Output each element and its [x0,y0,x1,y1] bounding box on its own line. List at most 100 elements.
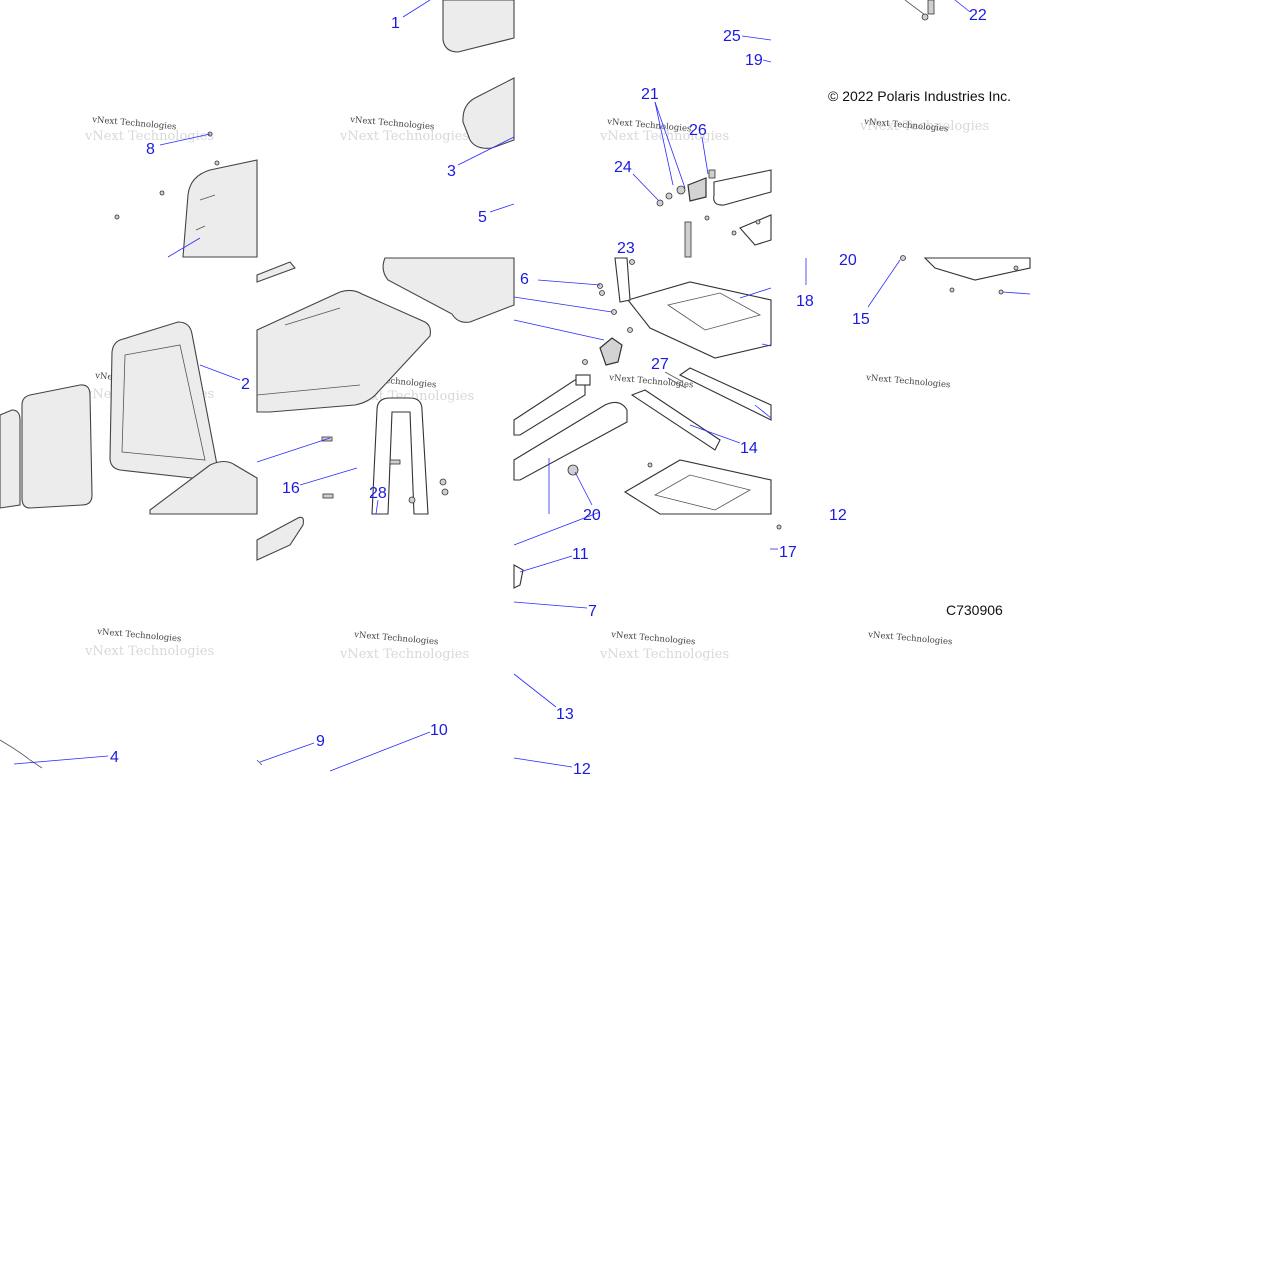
leader-line-19 [762,59,772,63]
callout-8: 8 [146,141,155,158]
callout-24: 24 [614,159,632,176]
leader-line [513,511,601,546]
backrest-detail [195,194,216,231]
fastener [998,289,1004,295]
callout-27: 27 [651,356,669,373]
callout-13: 13 [556,706,574,723]
leader-line [513,319,605,341]
callout-5: 5 [478,209,487,226]
leader-line-4 [13,755,109,765]
cushion-edge [256,261,296,283]
latch-rod [904,0,926,16]
callout-11: 11 [572,546,589,563]
frame-rail-front [513,401,628,481]
callout-25: 25 [723,28,741,45]
backrest-panel [121,344,206,461]
fastener [114,214,120,220]
callout-10: 10 [430,722,448,739]
latch-pin [921,13,929,21]
latch-fragment-11 [513,564,524,589]
nut-20 [567,464,579,476]
callout-20-b: 20 [839,252,857,269]
bolt-26 [708,169,716,179]
fastener [599,290,605,296]
bolt [322,493,334,499]
seat-cushion-1 [442,0,515,53]
leader-line-5 [489,203,515,213]
watermark-ghost: vNext Technologies [84,644,214,659]
copyright-notice: © 2022 Polaris Industries Inc. [828,88,1011,104]
callout-20: 20 [583,507,601,524]
seat-mount-plate [627,281,772,359]
seat-cushion-3 [462,77,515,149]
hinge-bracket [687,177,707,202]
backrest-far-left [0,409,21,509]
plate-tile-mid-right [805,255,1031,308]
callouts: 1 2 3 4 5 6 7 8 9 10 11 12 12 13 14 15 1… [110,7,987,778]
fastener [704,215,710,221]
frame-rail-lower [513,379,586,436]
callout-26: 26 [689,122,707,139]
leader-line [761,343,772,347]
post-bracket [614,257,631,303]
seat-cushion-top [382,257,515,323]
frame-rail [713,169,772,206]
cushion-seam [256,307,361,396]
watermark-ghost: vNext Technologies [599,129,729,144]
fastener [627,327,633,333]
fastener [214,160,220,166]
fastener [611,309,617,315]
backrest-left [21,384,93,509]
leader-line-12 [513,757,573,768]
seat-base-left [149,460,258,515]
leader-line-7 [513,601,588,609]
leader-line-22 [954,0,971,13]
hardware-tile-top [632,35,772,258]
bottom-row-fragments [0,511,782,772]
fastener [597,283,603,289]
callout-16: 16 [282,480,300,497]
leader-line-14 [689,424,741,444]
fastener [647,462,653,468]
leader-line [1002,291,1031,295]
seat-cushion-main [256,289,431,413]
callout-18: 18 [796,293,814,310]
post-23 [684,221,692,258]
fastener [629,259,635,265]
washer [676,185,686,195]
fastener [1013,265,1019,271]
watermark-ghost: vNext Technologies [859,119,989,134]
leader-line [754,404,772,419]
watermark: vNext Technologies [353,630,439,647]
handle-bar-28 [371,397,429,515]
cushion-tile-mid-center [256,257,515,561]
leader-line-6 [537,279,601,286]
fastener [776,524,782,530]
watermark: vNext Technologies [867,630,953,647]
fastener [159,190,165,196]
leader-line [256,437,331,463]
callout-4: 4 [110,749,119,766]
nut [665,192,673,200]
spring-27 [664,371,687,389]
fastener [731,230,737,236]
nut [439,478,447,486]
leader-line-26 [701,136,709,175]
leader-line [167,237,201,258]
callout-28: 28 [369,485,387,502]
callout-22: 22 [969,7,987,24]
nut [441,488,449,496]
callout-1: 1 [391,15,400,32]
backrest-cushion [182,159,258,258]
bolt-24 [656,199,664,207]
watermark: vNext Technologies [96,627,182,644]
callout-12-partial: 12 [829,507,847,524]
leader-line-24 [632,173,659,201]
leader-line-11 [519,555,573,573]
callout-7: 7 [588,603,597,620]
cushion-tile-top-center [402,0,515,213]
backrest-tile-top-left [114,131,258,258]
callout-3: 3 [447,163,456,180]
figure-code: C730906 [946,602,1003,618]
